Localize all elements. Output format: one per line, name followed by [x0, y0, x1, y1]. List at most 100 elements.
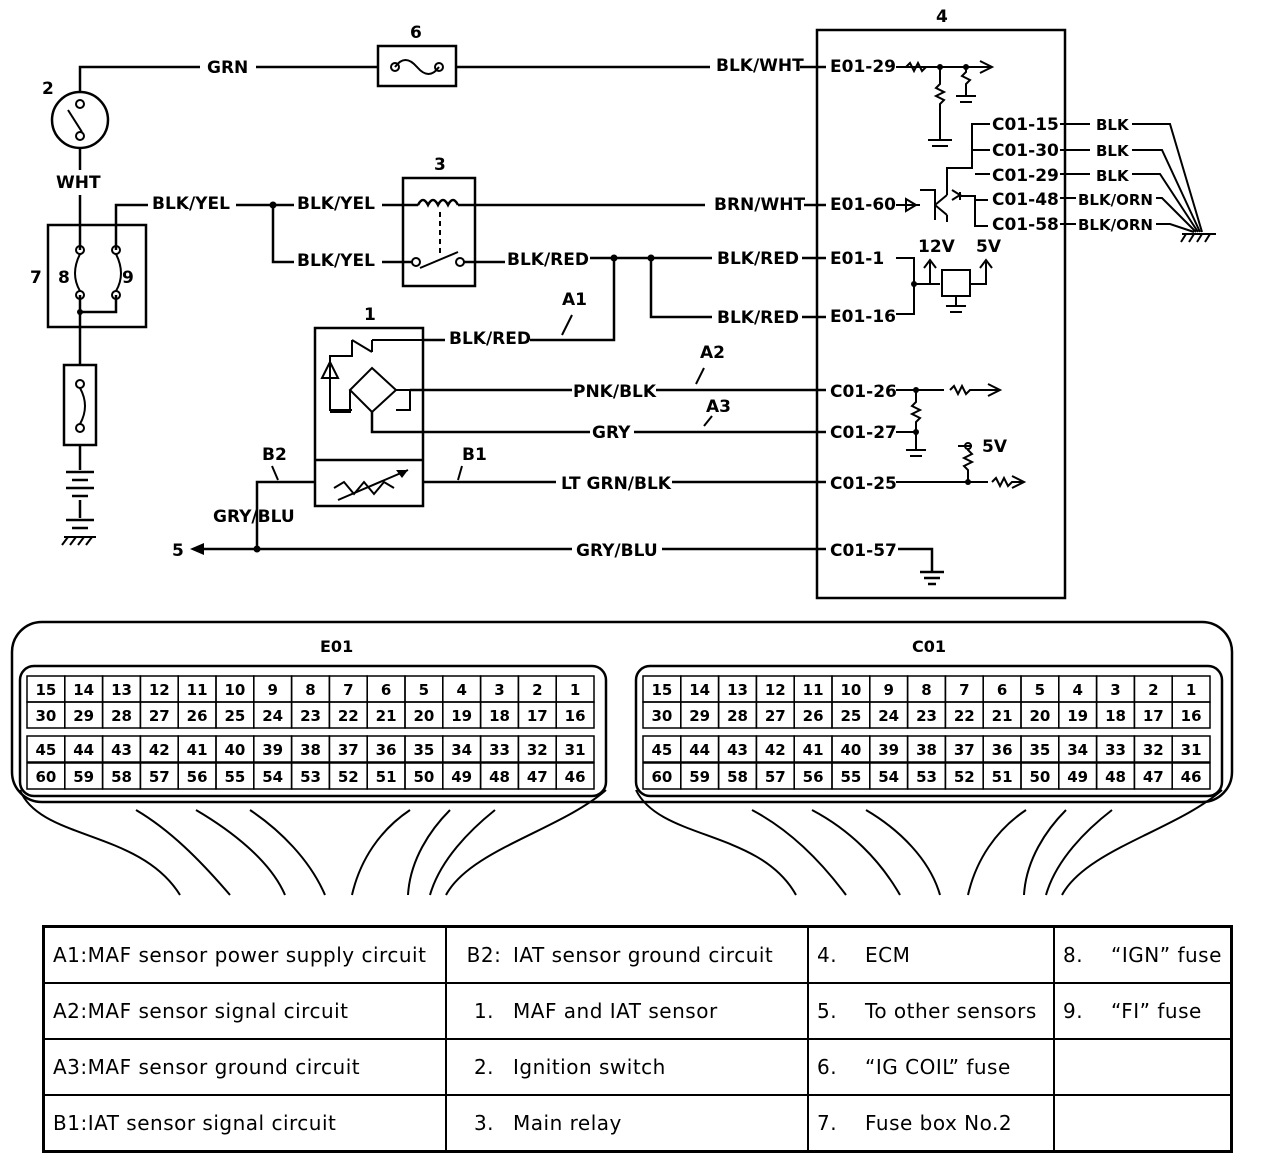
wire-label-pnk-blk: PNK/BLK	[573, 382, 657, 402]
pin-number-e01: 29	[73, 707, 94, 725]
wire-label-blk-3: BLK	[1096, 167, 1130, 185]
legend-text: MAF sensor power supply circuit	[87, 943, 427, 967]
pin-number-c01: 15	[651, 681, 672, 699]
legend-cell: 9.“FI” fuse	[1052, 982, 1233, 1040]
pin-number-e01: 46	[565, 768, 586, 786]
pin-number-c01: 27	[765, 707, 786, 725]
pin-number-e01: 39	[262, 741, 283, 759]
pin-number-e01: 23	[300, 707, 321, 725]
pin-number-c01: 28	[727, 707, 748, 725]
legend-text: “IG COIL” fuse	[865, 1055, 1011, 1079]
pin-number-c01: 59	[689, 768, 710, 786]
terminal-e01-1: E01-1	[830, 249, 884, 269]
maf-iat-sensor-symbol	[313, 326, 425, 508]
connector-title-e01: E01	[320, 637, 353, 656]
pin-number-e01: 3	[494, 681, 504, 699]
pin-number-c01: 40	[840, 741, 861, 759]
pin-cell	[555, 701, 595, 729]
wire-label-gry: GRY	[592, 423, 631, 443]
pin-number-c01: 43	[727, 741, 748, 759]
pin-number-c01: 12	[765, 681, 786, 699]
legend-text: To other sensors	[865, 999, 1037, 1023]
legend-cell: A1:MAF sensor power supply circuit	[42, 925, 447, 984]
pin-number-c01: 55	[840, 768, 861, 786]
legend-code: 6.	[817, 1055, 838, 1079]
terminal-c01-30: C01-30	[992, 141, 1059, 161]
pin-number-e01: 1	[570, 681, 580, 699]
pin-number-c01: 16	[1181, 707, 1202, 725]
pin-cell	[1171, 762, 1211, 790]
pin-number-c01: 18	[1105, 707, 1126, 725]
legend-cell: A2:MAF sensor signal circuit	[42, 982, 447, 1040]
main-relay-symbol	[401, 176, 477, 288]
callout-6: 6	[410, 23, 422, 43]
circuit-b1: B1	[462, 445, 487, 465]
legend-cell: 2.Ignition switch	[445, 1038, 809, 1096]
legend-cell: 5. To other sensors	[807, 982, 1055, 1040]
pin-number-e01: 8	[305, 681, 315, 699]
pin-number-e01: 54	[262, 768, 283, 786]
pin-number-e01: 4	[456, 681, 466, 699]
legend-cell	[1052, 1094, 1233, 1153]
pin-number-e01: 25	[224, 707, 245, 725]
pin-cell	[555, 762, 595, 790]
pin-number-e01: 53	[300, 768, 321, 786]
pin-number-e01: 59	[73, 768, 94, 786]
pin-number-c01: 3	[1110, 681, 1120, 699]
terminal-c01-15: C01-15	[992, 115, 1059, 135]
pin-number-c01: 10	[840, 681, 861, 699]
pin-number-c01: 9	[883, 681, 893, 699]
pin-number-e01: 32	[527, 741, 548, 759]
voltage-5v-2: 5V	[982, 437, 1008, 457]
pin-number-c01: 54	[878, 768, 899, 786]
legend-cell: B2:IAT sensor ground circuit	[445, 925, 809, 984]
pin-number-c01: 57	[765, 768, 786, 786]
legend-code: A1:	[53, 943, 88, 967]
wire-label-blk-red-e01-1: BLK/RED	[717, 249, 799, 269]
voltage-12v: 12V	[918, 237, 956, 257]
legend-code: 1.	[473, 999, 495, 1023]
legend-text: MAF sensor signal circuit	[87, 999, 349, 1023]
pin-number-e01: 41	[187, 741, 208, 759]
legend-cell: 6. “IG COIL” fuse	[807, 1038, 1055, 1096]
legend-text: Fuse box No.2	[865, 1111, 1013, 1135]
pin-number-c01: 33	[1105, 741, 1126, 759]
legend-code: B2:	[466, 943, 502, 967]
callout-9: 9	[122, 268, 134, 288]
wire-label-blk-red-e01-16: BLK/RED	[717, 308, 799, 328]
pin-number-e01: 34	[451, 741, 472, 759]
wire-label-blk-yel-3: BLK/YEL	[297, 251, 375, 271]
pin-number-e01: 43	[111, 741, 132, 759]
pin-number-c01: 46	[1181, 768, 1202, 786]
pin-number-c01: 11	[803, 681, 824, 699]
pin-number-c01: 49	[1067, 768, 1088, 786]
pin-number-c01: 39	[878, 741, 899, 759]
pin-number-e01: 40	[224, 741, 245, 759]
pin-number-c01: 51	[992, 768, 1013, 786]
pin-number-c01: 26	[803, 707, 824, 725]
pin-number-c01: 42	[765, 741, 786, 759]
legend-text: IAT sensor signal circuit	[87, 1111, 337, 1135]
legend-code: 5.	[817, 999, 838, 1023]
pin-number-c01: 5	[1035, 681, 1045, 699]
pin-number-e01: 49	[451, 768, 472, 786]
pin-number-e01: 33	[489, 741, 510, 759]
pin-number-e01: 21	[376, 707, 397, 725]
wire-label-blk-2: BLK	[1096, 142, 1130, 160]
wire-label-blk-orn-1: BLK/ORN	[1078, 191, 1153, 209]
pin-number-c01: 38	[916, 741, 937, 759]
legend-code: 4.	[817, 943, 838, 967]
terminal-c01-29: C01-29	[992, 166, 1059, 186]
legend-code: 3.	[473, 1111, 495, 1135]
callout-4: 4	[936, 7, 948, 27]
callout-2: 2	[42, 79, 54, 99]
circuit-a2: A2	[700, 343, 725, 363]
callout-5: 5	[172, 541, 184, 561]
circuit-a3: A3	[706, 397, 731, 417]
pin-number-c01: 30	[651, 707, 672, 725]
pin-number-e01: 27	[149, 707, 170, 725]
pin-number-c01: 20	[1029, 707, 1050, 725]
